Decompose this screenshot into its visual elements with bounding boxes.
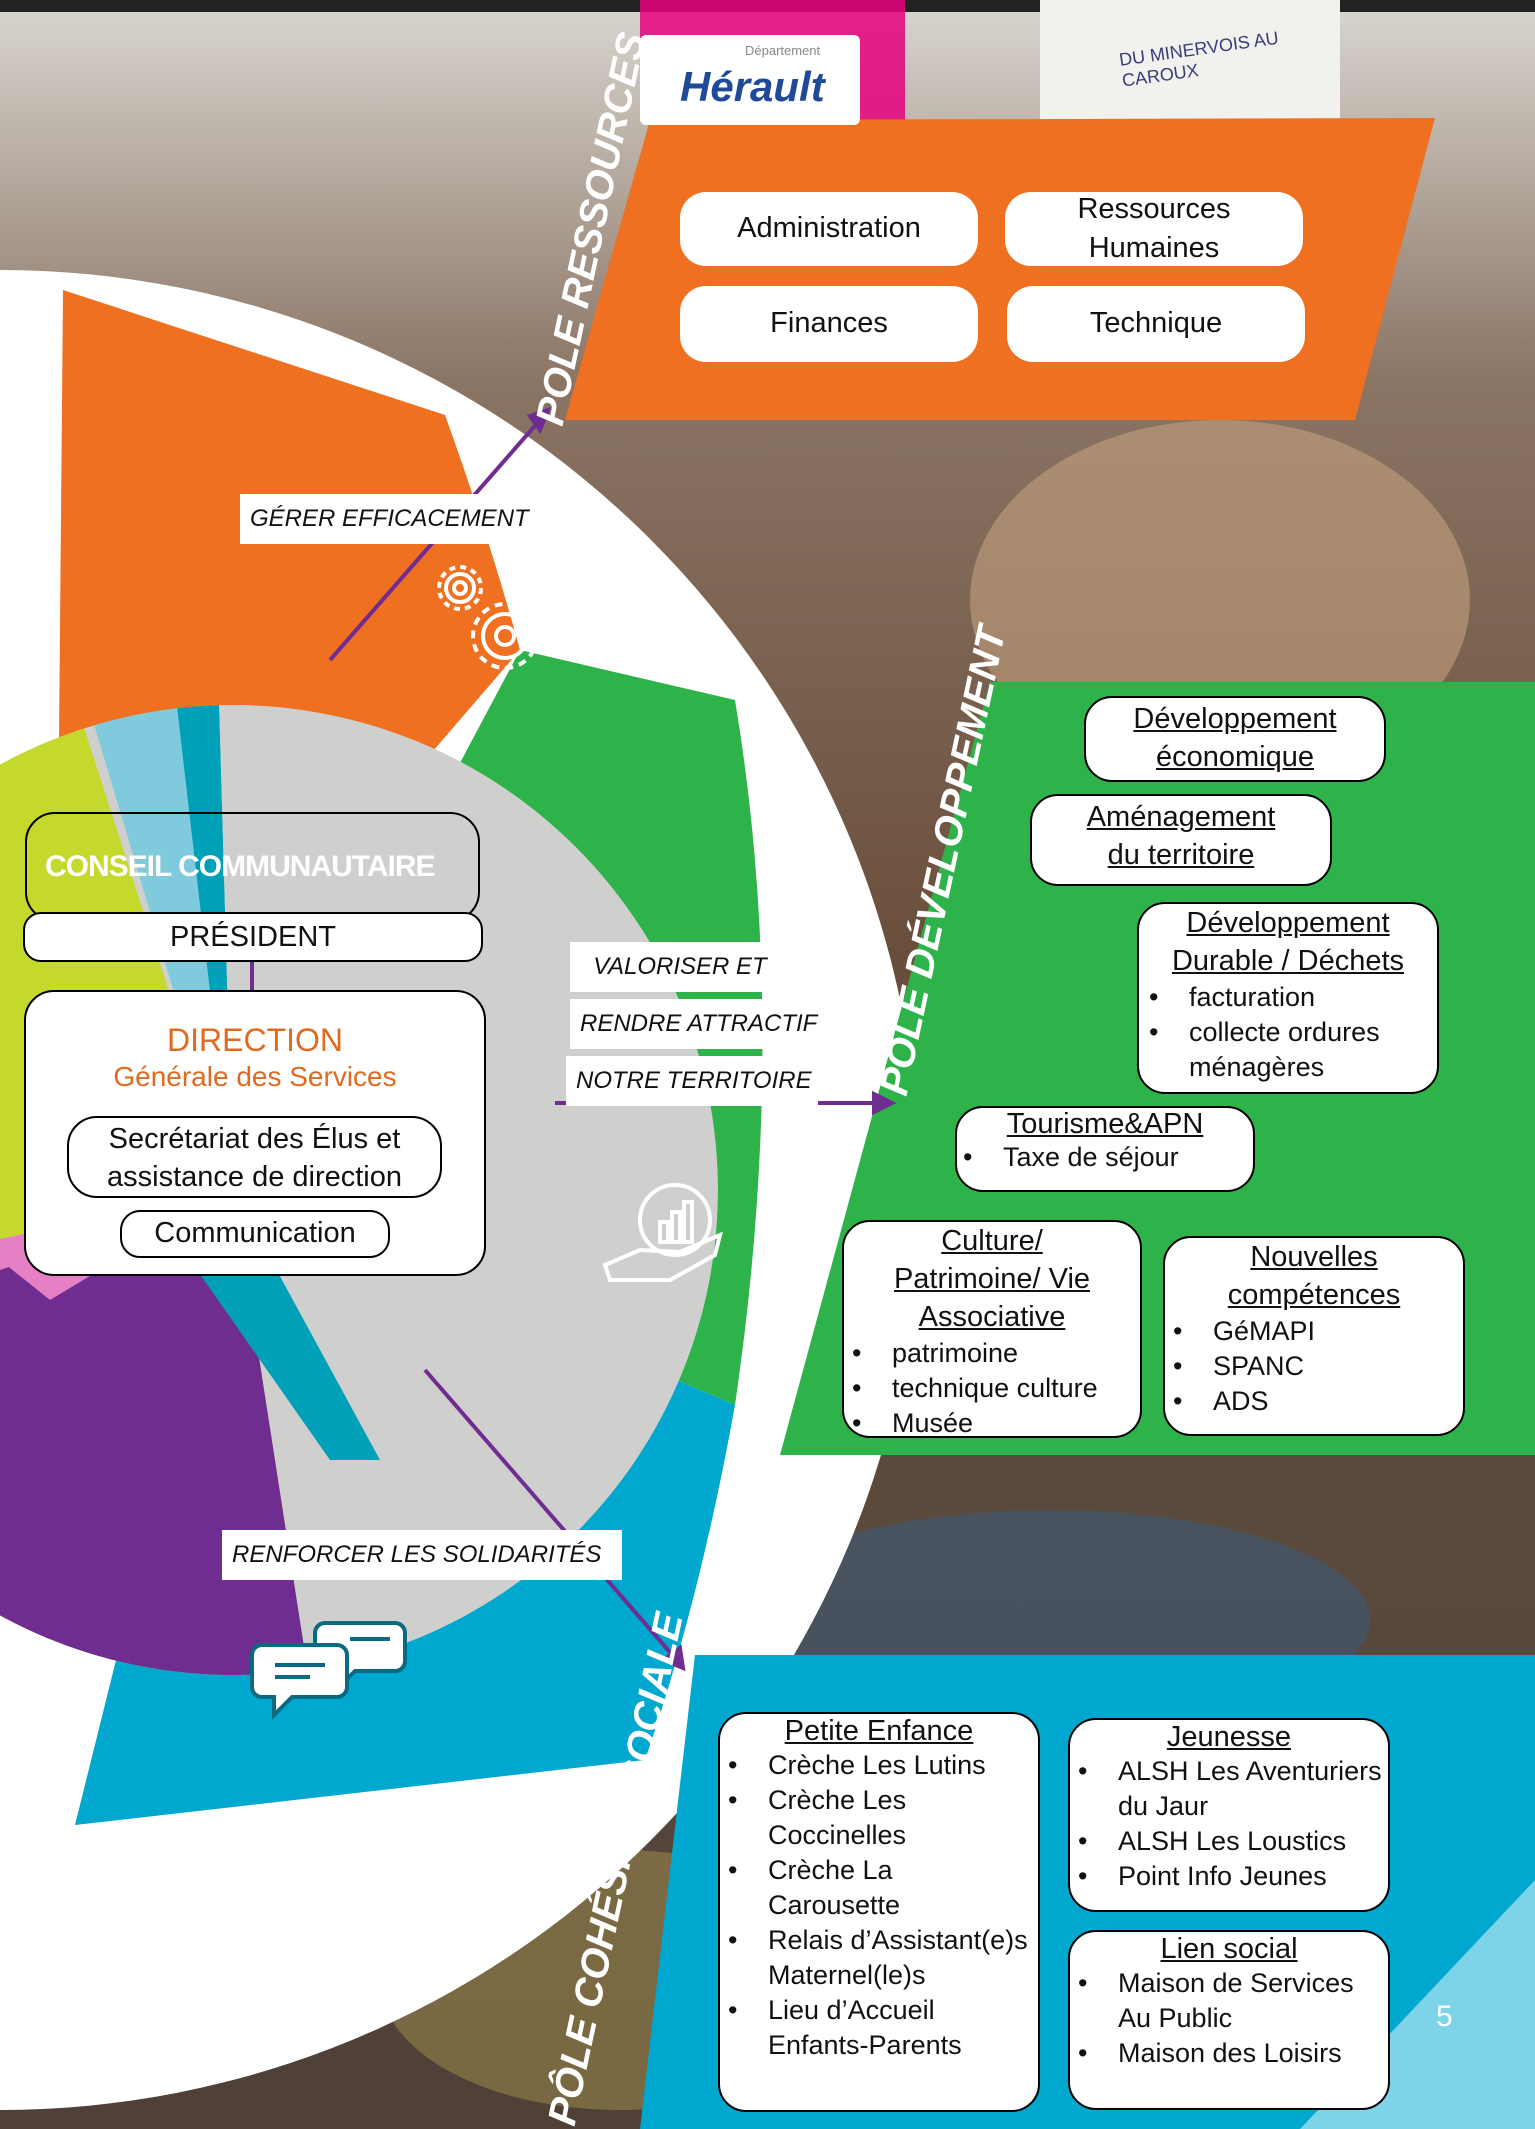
- direction-subtitle: Générale des Services: [113, 1061, 397, 1092]
- dev-box-tourisme: Tourisme&APN Taxe de séjour: [955, 1106, 1255, 1192]
- dev-item: collecte ordures ménagères: [1149, 1015, 1437, 1085]
- sign-main-text: Hérault: [680, 63, 825, 110]
- gears-icon: [437, 565, 539, 670]
- social-item: Relais d’Assistant(e)s Maternel(le)s: [728, 1923, 1038, 1993]
- social-item: Crèche Les Coccinelles: [728, 1783, 1038, 1853]
- social-box-jeunesse: Jeunesse ALSH Les Aventuriers du Jaur AL…: [1068, 1718, 1390, 1912]
- social-item: ALSH Les Loustics: [1078, 1824, 1388, 1859]
- dev-item: ADS: [1173, 1384, 1463, 1419]
- dev-item: technique culture: [852, 1371, 1140, 1406]
- dev-box-culture: Culture/ Patrimoine/ Vie Associative pat…: [842, 1220, 1142, 1441]
- dev-item: Taxe de séjour: [963, 1140, 1253, 1175]
- social-box-title: Lien social: [1160, 1933, 1298, 1965]
- communication-box: Communication: [120, 1210, 390, 1258]
- dev-item: facturation: [1149, 980, 1437, 1015]
- ressources-item-rh: Ressources Humaines: [1005, 192, 1303, 266]
- dev-box-title: Aménagement du territoire: [1086, 801, 1276, 871]
- tagline-renforcer: RENFORCER LES SOLIDARITÉS: [222, 1530, 622, 1580]
- dev-item: patrimoine: [852, 1336, 1140, 1371]
- social-item: ALSH Les Aventuriers du Jaur: [1078, 1754, 1388, 1824]
- dev-box-nouvelles: Nouvelles compétences GéMAPI SPANC ADS: [1163, 1236, 1465, 1436]
- tagline-gerer: GÉRER EFFICACEMENT: [240, 494, 550, 544]
- ressources-item-administration: Administration: [680, 192, 978, 266]
- communication-label: Communication: [154, 1217, 356, 1249]
- herault-sign: Département Hérault: [640, 35, 860, 125]
- social-item: Maison des Loisirs: [1078, 2036, 1388, 2071]
- social-box-lien-social: Lien social Maison de Services Au Public…: [1068, 1930, 1390, 2110]
- social-box-title: Jeunesse: [1166, 1721, 1292, 1753]
- dev-box-title: Nouvelles compétences: [1227, 1241, 1401, 1311]
- page-number: 5: [1436, 2000, 1453, 2033]
- ressources-item-finances: Finances: [680, 286, 978, 362]
- dev-box-title: Développement économique: [1133, 703, 1337, 773]
- dev-item: Musée: [852, 1406, 1140, 1441]
- ressources-item-technique: Technique: [1007, 286, 1305, 362]
- social-item: Crèche La Carousette: [728, 1853, 1038, 1923]
- tagline-valoriser-1: VALORISER ET: [570, 942, 790, 992]
- social-box-petite-enfance: Petite Enfance Crèche Les Lutins Crèche …: [718, 1712, 1040, 2112]
- president-box: PRÉSIDENT: [23, 912, 483, 962]
- dev-box-durable: Développement Durable / Déchets facturat…: [1137, 902, 1439, 1094]
- direction-title: DIRECTION: [167, 1022, 343, 1058]
- dev-item: GéMAPI: [1173, 1314, 1463, 1349]
- social-item: Maison de Services Au Public: [1078, 1966, 1388, 2036]
- dev-box-amenagement: Aménagement du territoire: [1030, 794, 1332, 886]
- dev-box-title: Développement Durable / Déchets: [1171, 907, 1405, 977]
- dev-box-economique: Développement économique: [1084, 696, 1386, 782]
- social-item: Point Info Jeunes: [1078, 1859, 1388, 1894]
- social-item: Crèche Les Lutins: [728, 1748, 1038, 1783]
- tagline-valoriser-2: RENDRE ATTRACTIF: [570, 999, 822, 1049]
- chat-bubbles-icon: [250, 1621, 407, 1720]
- social-item: Lieu d’Accueil Enfants-Parents: [728, 1993, 1038, 2063]
- secretariat-box: Secrétariat des Élus et assistance de di…: [67, 1116, 442, 1198]
- sign-small-text: Département: [745, 43, 821, 58]
- secretariat-label: Secrétariat des Élus et assistance de di…: [107, 1123, 402, 1193]
- dev-item: SPANC: [1173, 1349, 1463, 1384]
- dev-box-title: Tourisme&APN: [1006, 1108, 1204, 1140]
- social-box-title: Petite Enfance: [784, 1715, 974, 1747]
- council-title: CONSEIL COMMUNAUTAIRE: [45, 850, 436, 883]
- growth-hand-icon: [602, 1183, 723, 1282]
- dev-box-title: Culture/ Patrimoine/ Vie Associative: [893, 1225, 1091, 1333]
- tagline-valoriser-3: NOTRE TERRITOIRE: [566, 1056, 818, 1106]
- president-label: PRÉSIDENT: [170, 921, 336, 953]
